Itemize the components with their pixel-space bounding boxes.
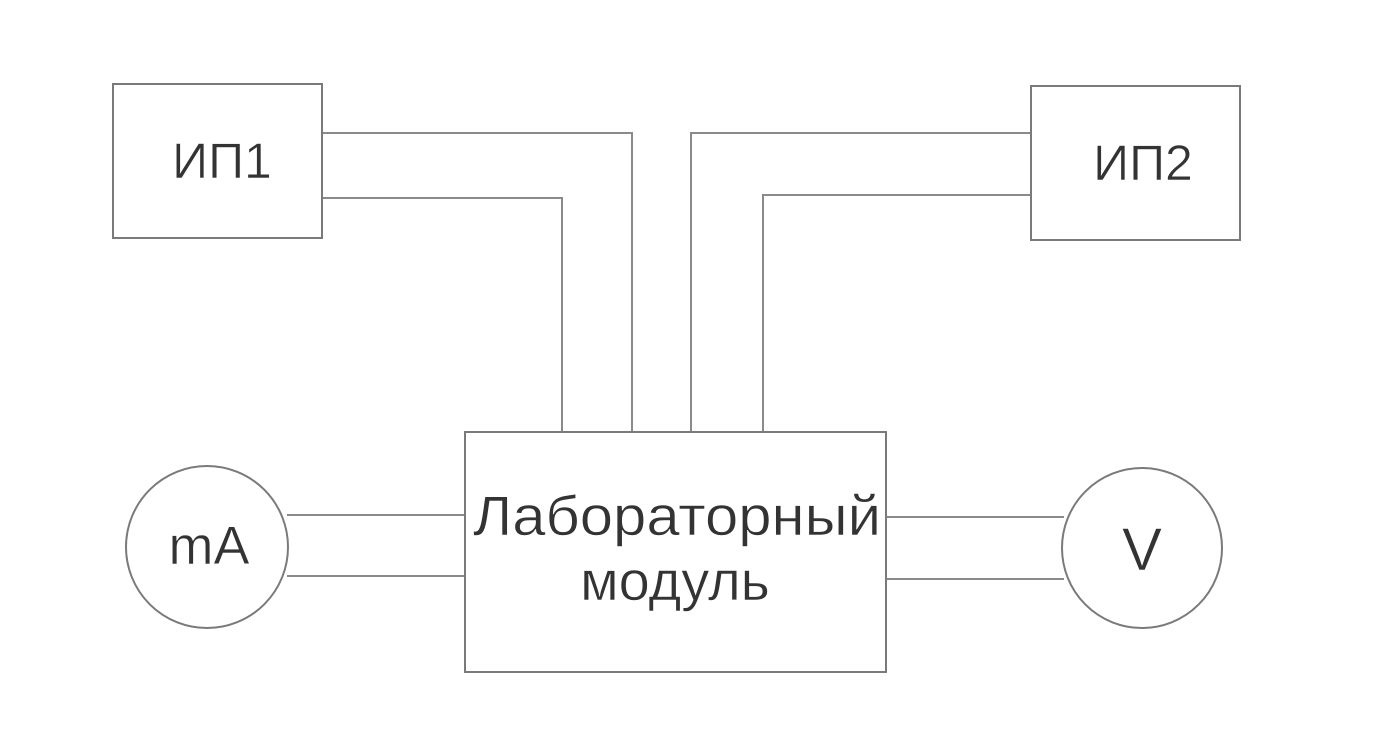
lab-module-label-line2: модуль bbox=[580, 549, 770, 612]
ammeter-block: mA bbox=[125, 465, 289, 629]
wire-ip1-upper bbox=[322, 132, 633, 432]
ammeter-circle bbox=[125, 465, 289, 629]
ammeter-label: mA bbox=[169, 516, 250, 576]
power-supply-1-label: ИП1 bbox=[172, 133, 272, 189]
voltmeter-circle bbox=[1061, 467, 1223, 629]
lab-module-frame bbox=[464, 431, 887, 673]
wires-ammeter bbox=[287, 514, 465, 577]
wires-voltmeter bbox=[886, 516, 1064, 580]
wire-ip2-lower bbox=[762, 194, 1031, 432]
power-supply-2-label: ИП2 bbox=[1093, 135, 1193, 191]
wire-ip1-lower bbox=[322, 197, 563, 432]
power-supply-1-frame bbox=[112, 83, 323, 239]
wires-power-supply-2 bbox=[690, 132, 1031, 432]
lab-module-label-line1: Лабораторный bbox=[473, 484, 881, 547]
voltmeter-block: V bbox=[1061, 467, 1223, 629]
power-supply-1-block: ИП1 bbox=[112, 83, 323, 239]
wires-power-supply-1 bbox=[322, 132, 633, 432]
power-supply-2-frame bbox=[1030, 85, 1241, 241]
voltmeter-label: V bbox=[1122, 516, 1162, 583]
wire-ip2-upper bbox=[690, 132, 1031, 432]
power-supply-2-block: ИП2 bbox=[1030, 85, 1241, 241]
lab-module-block: Лабораторный модуль bbox=[464, 431, 887, 673]
